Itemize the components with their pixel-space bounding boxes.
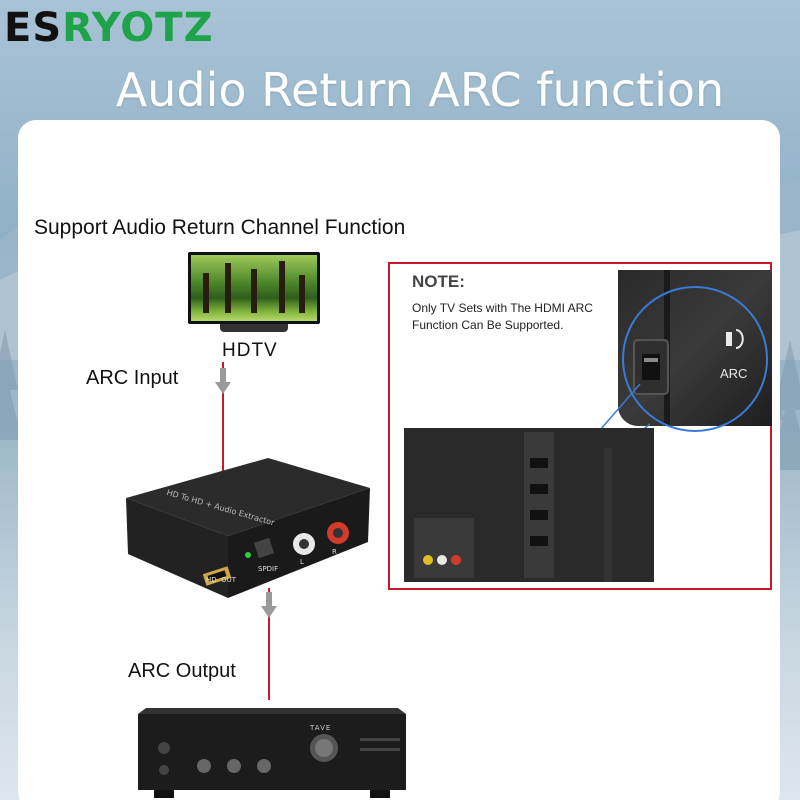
tv-screen xyxy=(188,252,320,324)
tv-rear-panel-photo xyxy=(404,428,654,582)
arc-output-label: ARC Output xyxy=(128,660,236,682)
device-port-l-label: L xyxy=(300,558,304,566)
arc-input-label: ARC Input xyxy=(86,367,179,389)
device-port-hd-out-label: HD OUT xyxy=(206,576,237,584)
hdtv-label: HDTV xyxy=(222,340,278,361)
hdmi-port-icon xyxy=(633,270,744,426)
device-port-r-label: R xyxy=(332,548,337,556)
tv-forest-image xyxy=(191,255,317,321)
arc-port-label: ARC xyxy=(720,366,748,381)
brand-logo-part1: ES xyxy=(4,5,63,51)
hdtv-illustration xyxy=(188,252,320,336)
amplifier-illustration xyxy=(138,708,406,798)
audio-extractor-device xyxy=(126,458,370,598)
brand-logo: ESRYOTZ xyxy=(4,4,214,52)
device-port-spdif-label: SPDIF xyxy=(258,565,279,573)
arc-input-cable xyxy=(222,362,224,577)
note-title: NOTE: xyxy=(412,272,465,291)
brand-logo-part2: RYOTZ xyxy=(62,5,214,51)
arc-output-cable xyxy=(268,588,270,700)
diagram-title: Support Audio Return Channel Function xyxy=(34,216,406,239)
note-text: Only TV Sets with The HDMI ARC Function … xyxy=(412,301,593,332)
tv-stand xyxy=(220,324,288,332)
note-box: NOTE: Only TV Sets with The HDMI ARC Fun… xyxy=(388,262,772,590)
arrow-down-icon xyxy=(261,592,277,618)
headline: Audio Return ARC function xyxy=(115,63,725,117)
hdmi-arc-port-closeup xyxy=(618,270,772,426)
arrow-down-icon xyxy=(215,368,231,394)
amplifier-model-label: TAVE xyxy=(310,724,332,732)
